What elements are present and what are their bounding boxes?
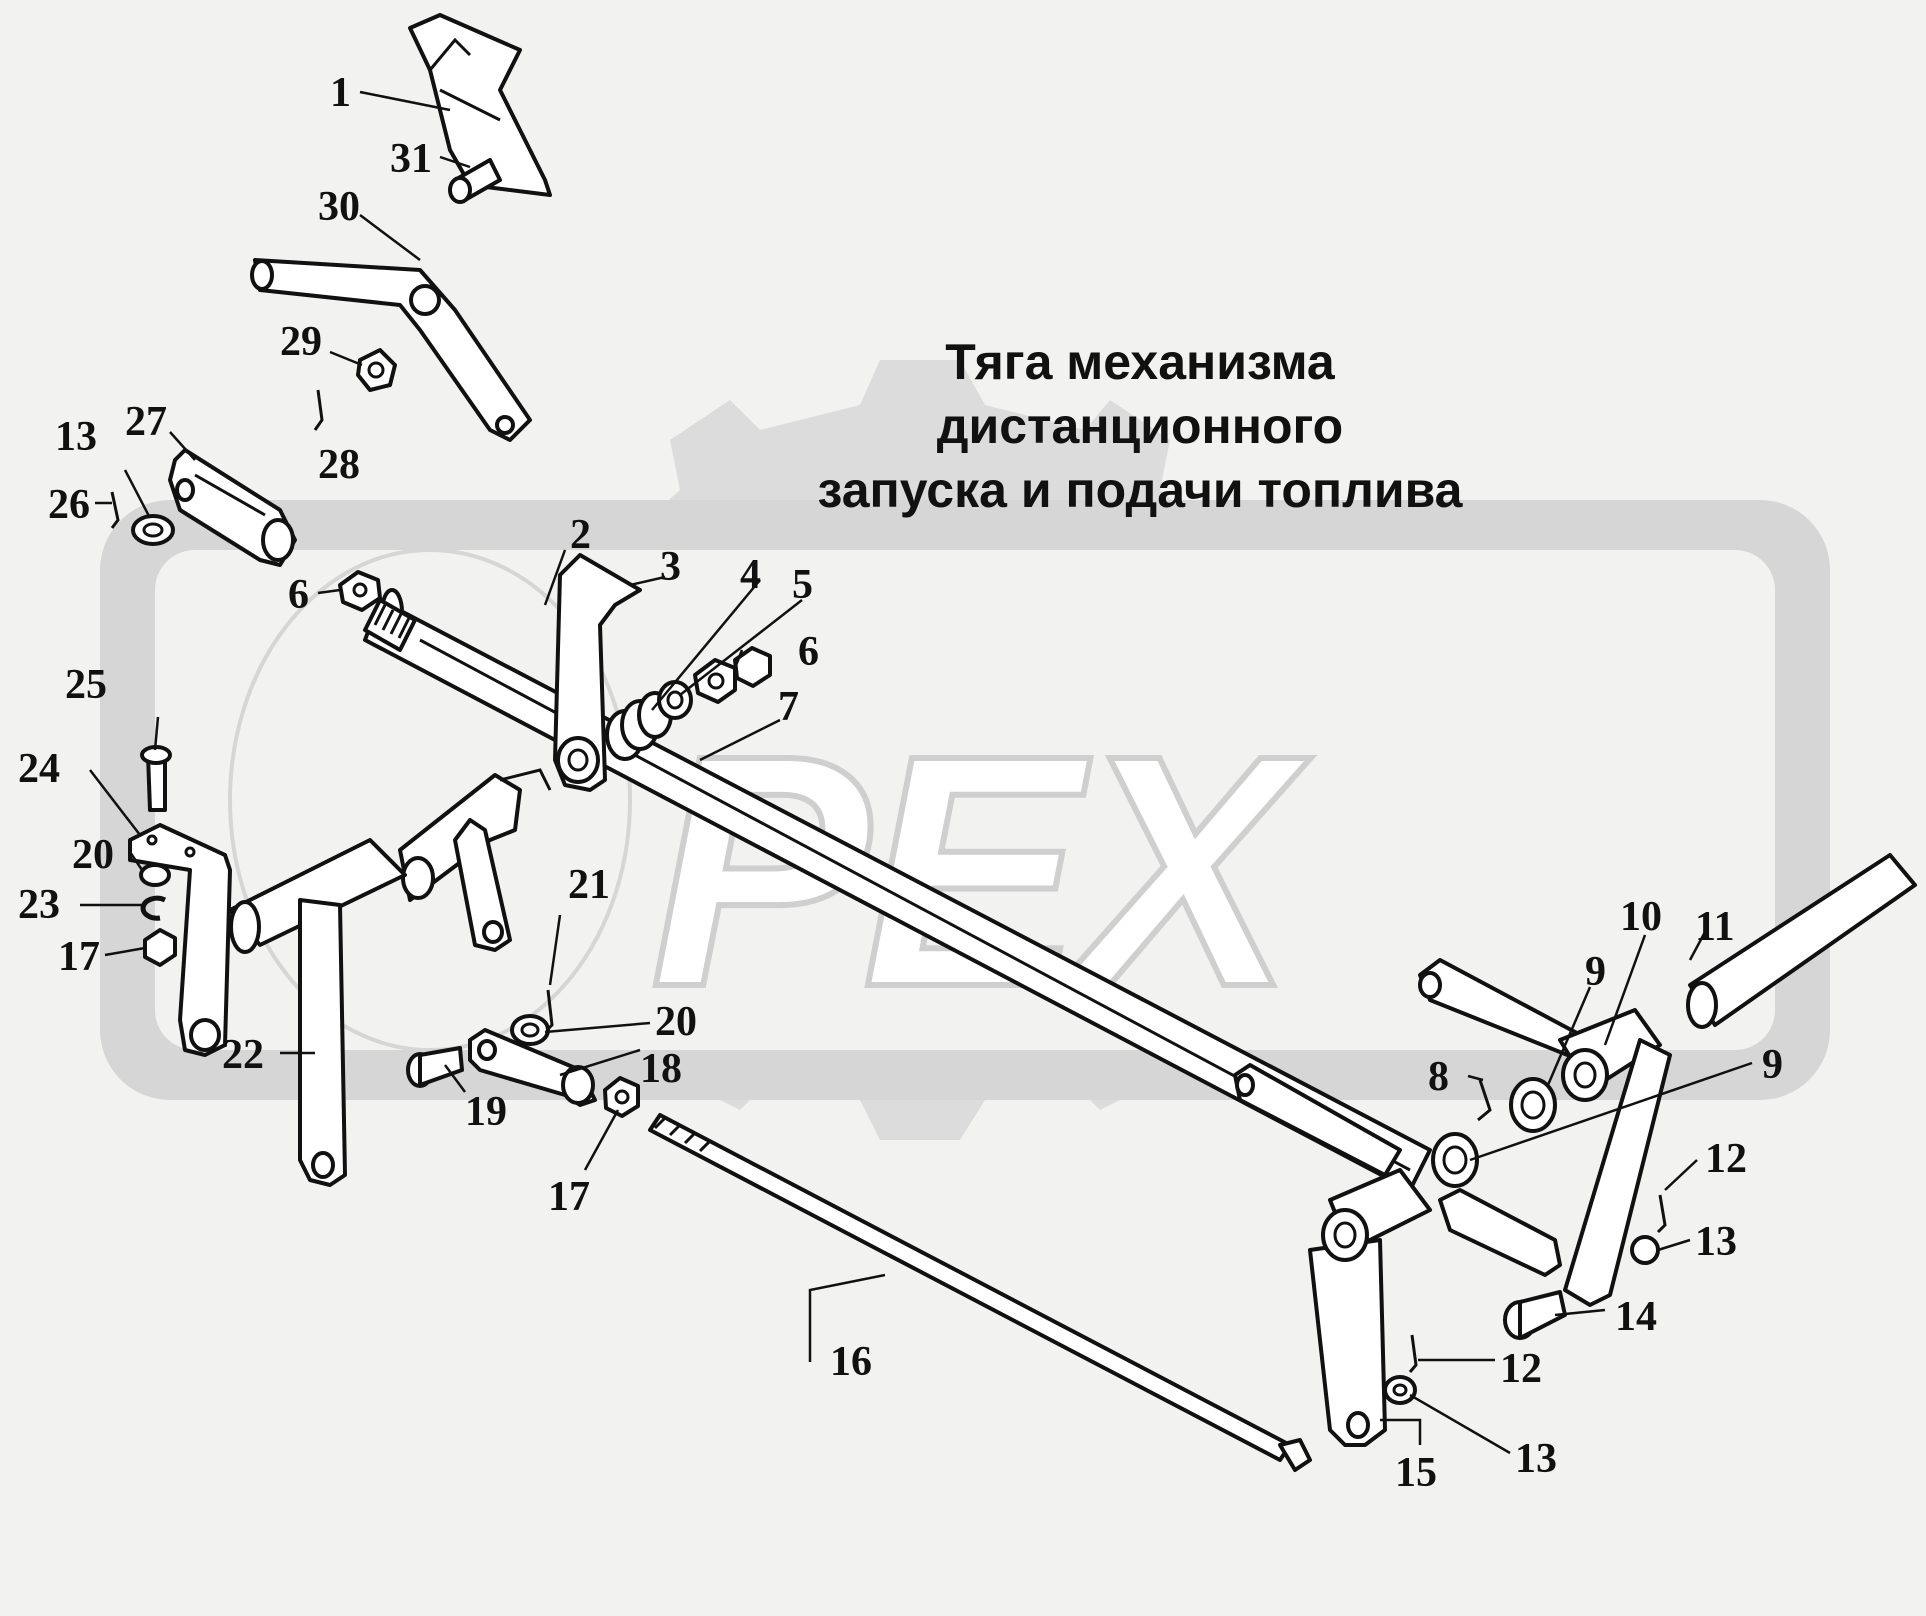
part-26-cotter	[110, 491, 120, 529]
part-15-lever	[1308, 1168, 1432, 1447]
callout-7: 7	[778, 684, 799, 730]
callout-1: 1	[330, 70, 351, 116]
part-13-washer-top	[131, 514, 175, 546]
callout-22: 22	[222, 1032, 264, 1078]
callout-11: 11	[1695, 904, 1735, 950]
part-5-washer	[657, 680, 693, 720]
callout-15: 15	[1395, 1450, 1437, 1496]
callout-8: 8	[1428, 1054, 1449, 1100]
leader-lines	[80, 90, 1753, 1455]
callout-13-right: 13	[1695, 1219, 1737, 1265]
part-9-washer-top	[1509, 1077, 1557, 1133]
callout-18: 18	[640, 1046, 682, 1092]
part-16-rod	[648, 1113, 1312, 1472]
callout-12-right: 12	[1705, 1136, 1747, 1182]
callout-26: 26	[48, 482, 90, 528]
part-27-fork	[168, 448, 297, 567]
part-18-fork	[468, 1028, 597, 1107]
callout-numbers: 1 31 30 29 28 13 27 26 2 3 4 5 6 6 7 25 …	[18, 70, 1783, 1496]
callout-5: 5	[792, 562, 813, 608]
callout-13-bottom: 13	[1515, 1436, 1557, 1482]
part-thread-top	[363, 598, 417, 652]
part-31-pin	[448, 158, 502, 204]
part-8-cotter	[1477, 1079, 1492, 1122]
callout-21: 21	[568, 862, 610, 908]
callout-31: 31	[390, 136, 432, 182]
part-28-cotter	[313, 389, 324, 431]
part-12-cotter-bottom	[1408, 1334, 1418, 1373]
part-13-washer-bottom	[1383, 1375, 1417, 1405]
watermark-text: PEX	[650, 686, 1311, 1055]
callout-6-right: 6	[798, 629, 819, 675]
callout-2: 2	[570, 512, 591, 558]
part-24-bracket	[128, 823, 232, 1057]
callout-25: 25	[65, 662, 107, 708]
callout-9-top: 9	[1585, 949, 1606, 995]
part-17-nut	[603, 1076, 640, 1118]
part-29-nut	[356, 348, 397, 392]
callout-14: 14	[1615, 1294, 1657, 1340]
part-3-lever	[553, 553, 642, 792]
part-link-plate	[1233, 1063, 1402, 1177]
callout-27: 27	[125, 399, 167, 445]
callout-19: 19	[465, 1089, 507, 1135]
callout-17: 17	[548, 1174, 590, 1220]
callout-20: 20	[655, 999, 697, 1045]
callout-9-right: 9	[1762, 1042, 1783, 1088]
part-19-pin	[406, 1046, 464, 1088]
title-line-2: запуска и подачи топлива	[817, 462, 1463, 518]
part-17-nut-left	[143, 928, 177, 967]
part-6-nut-left	[338, 570, 382, 612]
callout-20-left: 20	[72, 832, 114, 878]
callout-28: 28	[318, 442, 360, 488]
part-11-pin	[1686, 853, 1917, 1029]
callout-3: 3	[660, 544, 681, 590]
callout-29: 29	[280, 319, 322, 365]
part-20-washer	[510, 1014, 550, 1046]
part-30-lever	[250, 258, 532, 442]
callout-4: 4	[740, 552, 761, 598]
part-1-bracket	[408, 13, 552, 197]
part-6-nut-right	[693, 646, 772, 704]
title-line-1: Тяга механизма дистанционного	[936, 334, 1344, 454]
part-20-washer-left	[139, 863, 171, 887]
callout-17-left: 17	[58, 934, 100, 980]
part-22-shaft	[228, 838, 407, 1187]
part-12-cotter-right	[1656, 1194, 1667, 1234]
part-9-washer-bottom	[1431, 1132, 1479, 1188]
part-23-circlip	[140, 895, 167, 921]
callout-23: 23	[18, 882, 60, 928]
callout-24: 24	[18, 746, 60, 792]
callout-10: 10	[1620, 894, 1662, 940]
part-10-assembly	[1418, 958, 1672, 1307]
callout-6-left: 6	[288, 572, 309, 618]
callout-13-top: 13	[55, 414, 97, 460]
part-13-washer-right	[1630, 1235, 1660, 1265]
diagram-title: Тяга механизма дистанционного запуска и …	[760, 330, 1520, 522]
callout-16: 16	[830, 1339, 872, 1385]
callout-12-bottom: 12	[1500, 1346, 1542, 1392]
part-2-lever	[398, 768, 552, 952]
part-4-spring	[605, 691, 673, 761]
callout-30: 30	[318, 184, 360, 230]
